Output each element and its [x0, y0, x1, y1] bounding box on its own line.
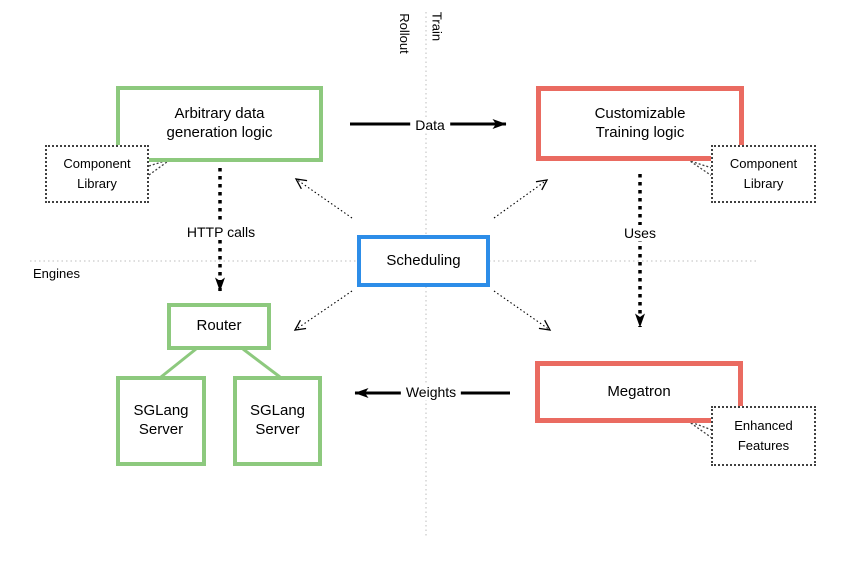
connector-router-sglang1 — [160, 347, 197, 379]
callout-enhanced-features-line2: Features — [737, 438, 790, 453]
node-router: Router — [167, 303, 271, 350]
callout-component-library-right-line1: Component — [729, 155, 798, 171]
scheduling-arrow-to-training — [493, 179, 549, 219]
node-training-label-line2: Training logic — [595, 123, 685, 141]
weights-arrow-label: Weights — [400, 384, 462, 400]
callout-leader-component-right — [689, 160, 713, 177]
connector-router-sglang2 — [242, 347, 281, 379]
axis-label-rollout: Rollout — [397, 13, 412, 54]
node-sglang-server-1: SGLang Server — [116, 376, 206, 466]
node-megatron-label: Megatron — [607, 382, 671, 400]
node-data-generation: Arbitrary data generation logic — [116, 86, 323, 162]
scheduling-arrow-to-megatron — [493, 290, 552, 331]
callout-enhanced-features: Enhanced Features — [711, 406, 816, 466]
node-training: Customizable Training logic — [536, 86, 744, 161]
callout-enhanced-features-line1: Enhanced — [734, 417, 793, 433]
node-scheduling: Scheduling — [357, 235, 490, 287]
callout-component-library-right: Component Library — [711, 145, 816, 203]
callout-component-library-left: Component Library — [45, 145, 149, 203]
callout-leader-component-left — [148, 158, 172, 176]
node-sglang-server-2: SGLang Server — [233, 376, 322, 466]
node-data-generation-label-line2: generation logic — [166, 124, 273, 141]
node-sglang-server-2-line1: SGLang — [249, 402, 306, 420]
node-megatron: Megatron — [535, 361, 743, 423]
node-router-label: Router — [196, 317, 242, 335]
callout-leader-enhanced-features — [687, 420, 713, 439]
axis-label-engines: Engines — [33, 266, 80, 281]
callout-component-library-left-line2: Library — [77, 176, 117, 191]
uses-arrow-label: Uses — [619, 225, 661, 241]
axis-label-train: Train — [429, 11, 445, 42]
node-sglang-server-1-line2: Server — [138, 421, 184, 438]
node-sglang-server-1-line1: SGLang — [133, 402, 189, 420]
http-calls-arrow-label: HTTP calls — [181, 224, 261, 240]
scheduling-arrow-to-data-generation — [294, 178, 353, 219]
node-sglang-server-2-line2: Server — [255, 421, 300, 438]
node-data-generation-label-line1: Arbitrary data — [174, 105, 265, 123]
node-training-label-line1: Customizable — [594, 104, 686, 122]
callout-component-library-right-line2: Library — [743, 176, 784, 191]
data-arrow-label: Data — [410, 117, 450, 133]
node-scheduling-label: Scheduling — [386, 251, 461, 269]
scheduling-arrow-to-router — [293, 290, 353, 331]
callout-component-library-left-line1: Component — [63, 155, 131, 171]
